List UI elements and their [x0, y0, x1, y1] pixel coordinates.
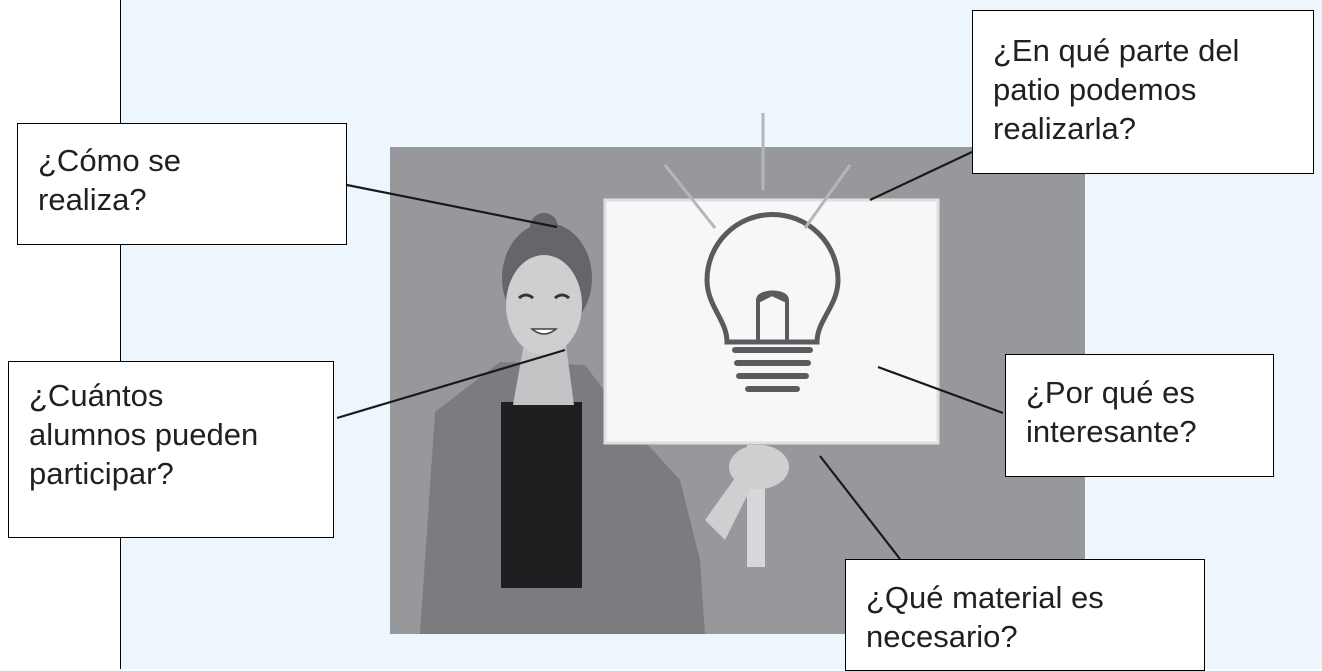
callout-line: participar?: [29, 456, 174, 491]
callout-line: realizarla?: [993, 111, 1137, 146]
connector-lines: [336, 151, 1004, 560]
callout-que-material: ¿Qué material es necesario?: [845, 559, 1205, 671]
lightbulb-icon: [704, 212, 841, 392]
callout-line: ¿Qué material es: [866, 580, 1104, 615]
connector-porque: [877, 365, 1004, 415]
callout-line: interesante?: [1026, 414, 1197, 449]
callout-line: patio podemos: [993, 72, 1197, 107]
eye-right: [554, 293, 570, 300]
shirt: [501, 402, 582, 588]
callout-line: alumnos pueden: [29, 417, 259, 452]
eye-left: [518, 293, 534, 300]
callout-line: necesario?: [866, 619, 1018, 654]
bulb-glass: [704, 212, 841, 345]
callout-como-se-realiza: ¿Cómo se realiza?: [17, 123, 347, 245]
connector-como: [341, 182, 558, 229]
ray-lines: [663, 113, 852, 229]
woman-figure: [420, 213, 789, 634]
bulb-filament: [756, 290, 789, 344]
callout-cuantos-alumnos: ¿Cuántos alumnos pueden participar?: [8, 361, 334, 538]
connector-cuantos: [336, 348, 566, 420]
callout-line: ¿Cómo se: [38, 143, 181, 178]
connector-donde: [869, 151, 973, 201]
callout-line: realiza?: [38, 182, 147, 217]
neck: [513, 338, 574, 405]
sign-board: [603, 198, 940, 445]
callout-por-que-interesante: ¿Por qué es interesante?: [1005, 354, 1274, 477]
callout-line: ¿Por qué es: [1026, 375, 1195, 410]
face: [506, 255, 582, 355]
bulb-base: [732, 347, 813, 392]
hand: [729, 445, 789, 489]
callout-line: ¿Cuántos: [29, 378, 164, 413]
callout-line: ¿En qué parte del: [993, 33, 1240, 68]
hair-bun: [530, 213, 558, 241]
callout-en-que-parte: ¿En qué parte del patio podemos realizar…: [972, 10, 1314, 174]
mouth: [529, 328, 559, 335]
arm: [705, 478, 752, 540]
connector-material: [819, 455, 901, 560]
